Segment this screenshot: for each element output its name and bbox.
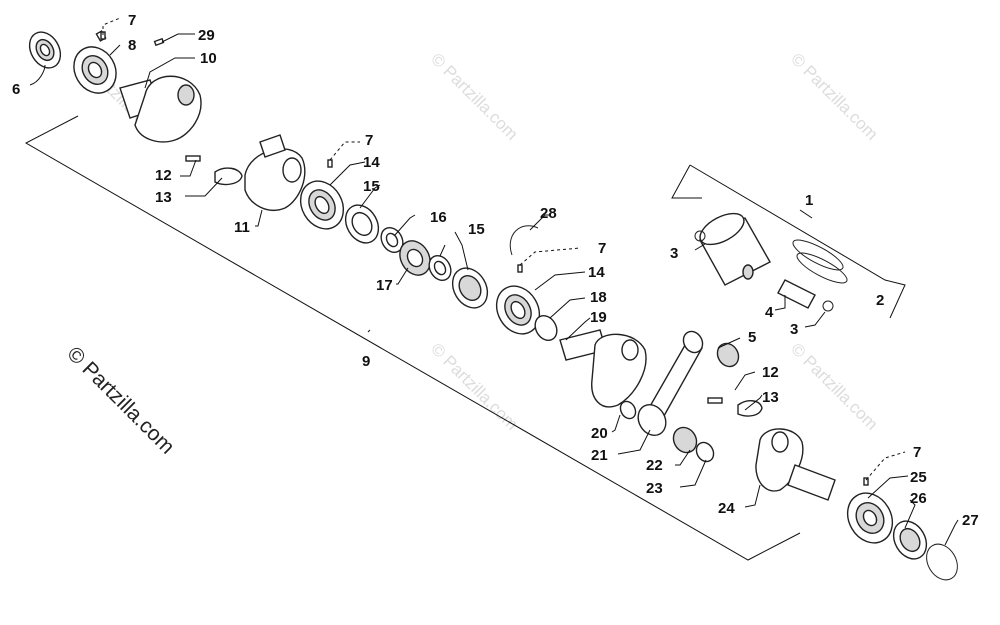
piston-kit-bracket: [671, 164, 906, 319]
oil-seal-part: [28, 31, 62, 69]
callout-label: 15: [468, 221, 485, 238]
seal-part: [451, 267, 489, 309]
watermark-side-text: © Partzilla.com: [62, 342, 178, 458]
needle-bearing-part: [672, 426, 698, 454]
watermark-text: © Partzilla.com: [427, 49, 521, 143]
watermark-text: © Partzilla.com: [787, 49, 881, 143]
leader-lines: [29, 17, 959, 546]
callout-label: 4: [765, 304, 774, 321]
callout-label: 24: [718, 500, 735, 517]
seal-part: [892, 520, 928, 560]
washer-part: [695, 441, 715, 463]
callout-label: 28: [540, 205, 557, 222]
callout-label: 29: [198, 27, 215, 44]
callout-label: 12: [762, 364, 779, 381]
bearing-part: [846, 492, 894, 544]
callout-label: 13: [155, 189, 172, 206]
piston-part: [699, 212, 771, 286]
connecting-rod-part: [637, 330, 704, 437]
callout-label: 22: [646, 457, 663, 474]
gear-part: [399, 240, 431, 276]
callout-labels: 1 2 3 3 4 5 6 7 7 7 7 8 9 10 11 12 12 13…: [12, 12, 979, 529]
callout-label: 17: [376, 277, 393, 294]
o-ring-part: [534, 314, 558, 342]
callout-label: 7: [598, 240, 606, 257]
callout-label: 3: [790, 321, 798, 338]
spacer-part: [428, 254, 452, 282]
callout-label: 9: [362, 353, 370, 370]
callout-label: 3: [670, 245, 678, 262]
callout-label: 23: [646, 480, 663, 497]
washer-part: [619, 400, 637, 420]
key-part: [737, 400, 763, 417]
seal-part: [344, 204, 380, 244]
callout-label: 21: [591, 447, 608, 464]
callout-label: 26: [910, 490, 927, 507]
callout-label: 14: [588, 264, 605, 281]
callout-label: 10: [200, 50, 217, 67]
crankshaft-assembly-bracket: [24, 115, 801, 561]
callout-label: 12: [155, 167, 172, 184]
pin-part: [707, 397, 723, 404]
callout-label: 18: [590, 289, 607, 306]
callout-label: 14: [363, 154, 380, 171]
crank-half-part: [755, 428, 836, 501]
piston-ring-part: [792, 239, 848, 284]
wrist-pin-part: [777, 279, 816, 309]
pin-part: [185, 155, 201, 162]
piston-circlip-part: [822, 300, 834, 312]
pin-part: [153, 37, 165, 47]
callout-label: 1: [805, 192, 813, 209]
callout-label: 2: [876, 292, 884, 309]
callout-label: 7: [365, 132, 373, 149]
callout-label: 19: [590, 309, 607, 326]
o-ring-part: [926, 543, 958, 581]
piston-circlip-part: [694, 230, 706, 242]
watermark-text: © Partzilla.com: [427, 339, 521, 433]
callout-label: 25: [910, 469, 927, 486]
spacer-part: [380, 226, 404, 254]
key-part: [214, 167, 243, 186]
bearing-part: [495, 285, 541, 335]
needle-bearing-part: [716, 342, 740, 368]
crank-half-part: [119, 75, 202, 143]
circlip-part: [509, 225, 539, 256]
callout-label: 7: [913, 444, 921, 461]
callout-label: 15: [363, 178, 380, 195]
crank-half-part: [559, 329, 647, 408]
callout-label: 8: [128, 37, 136, 54]
callout-label: 13: [762, 389, 779, 406]
callout-label: 11: [234, 219, 250, 236]
callout-label: 6: [12, 81, 20, 98]
callout-label: 5: [748, 329, 756, 346]
watermark-text: © Partzilla.com: [787, 339, 881, 433]
callout-label: 7: [128, 12, 136, 29]
bearing-part: [299, 180, 345, 230]
crank-half-part: [244, 134, 306, 211]
callout-label: 20: [591, 425, 608, 442]
callout-label: 16: [430, 209, 447, 226]
callout-label: 27: [962, 512, 979, 529]
